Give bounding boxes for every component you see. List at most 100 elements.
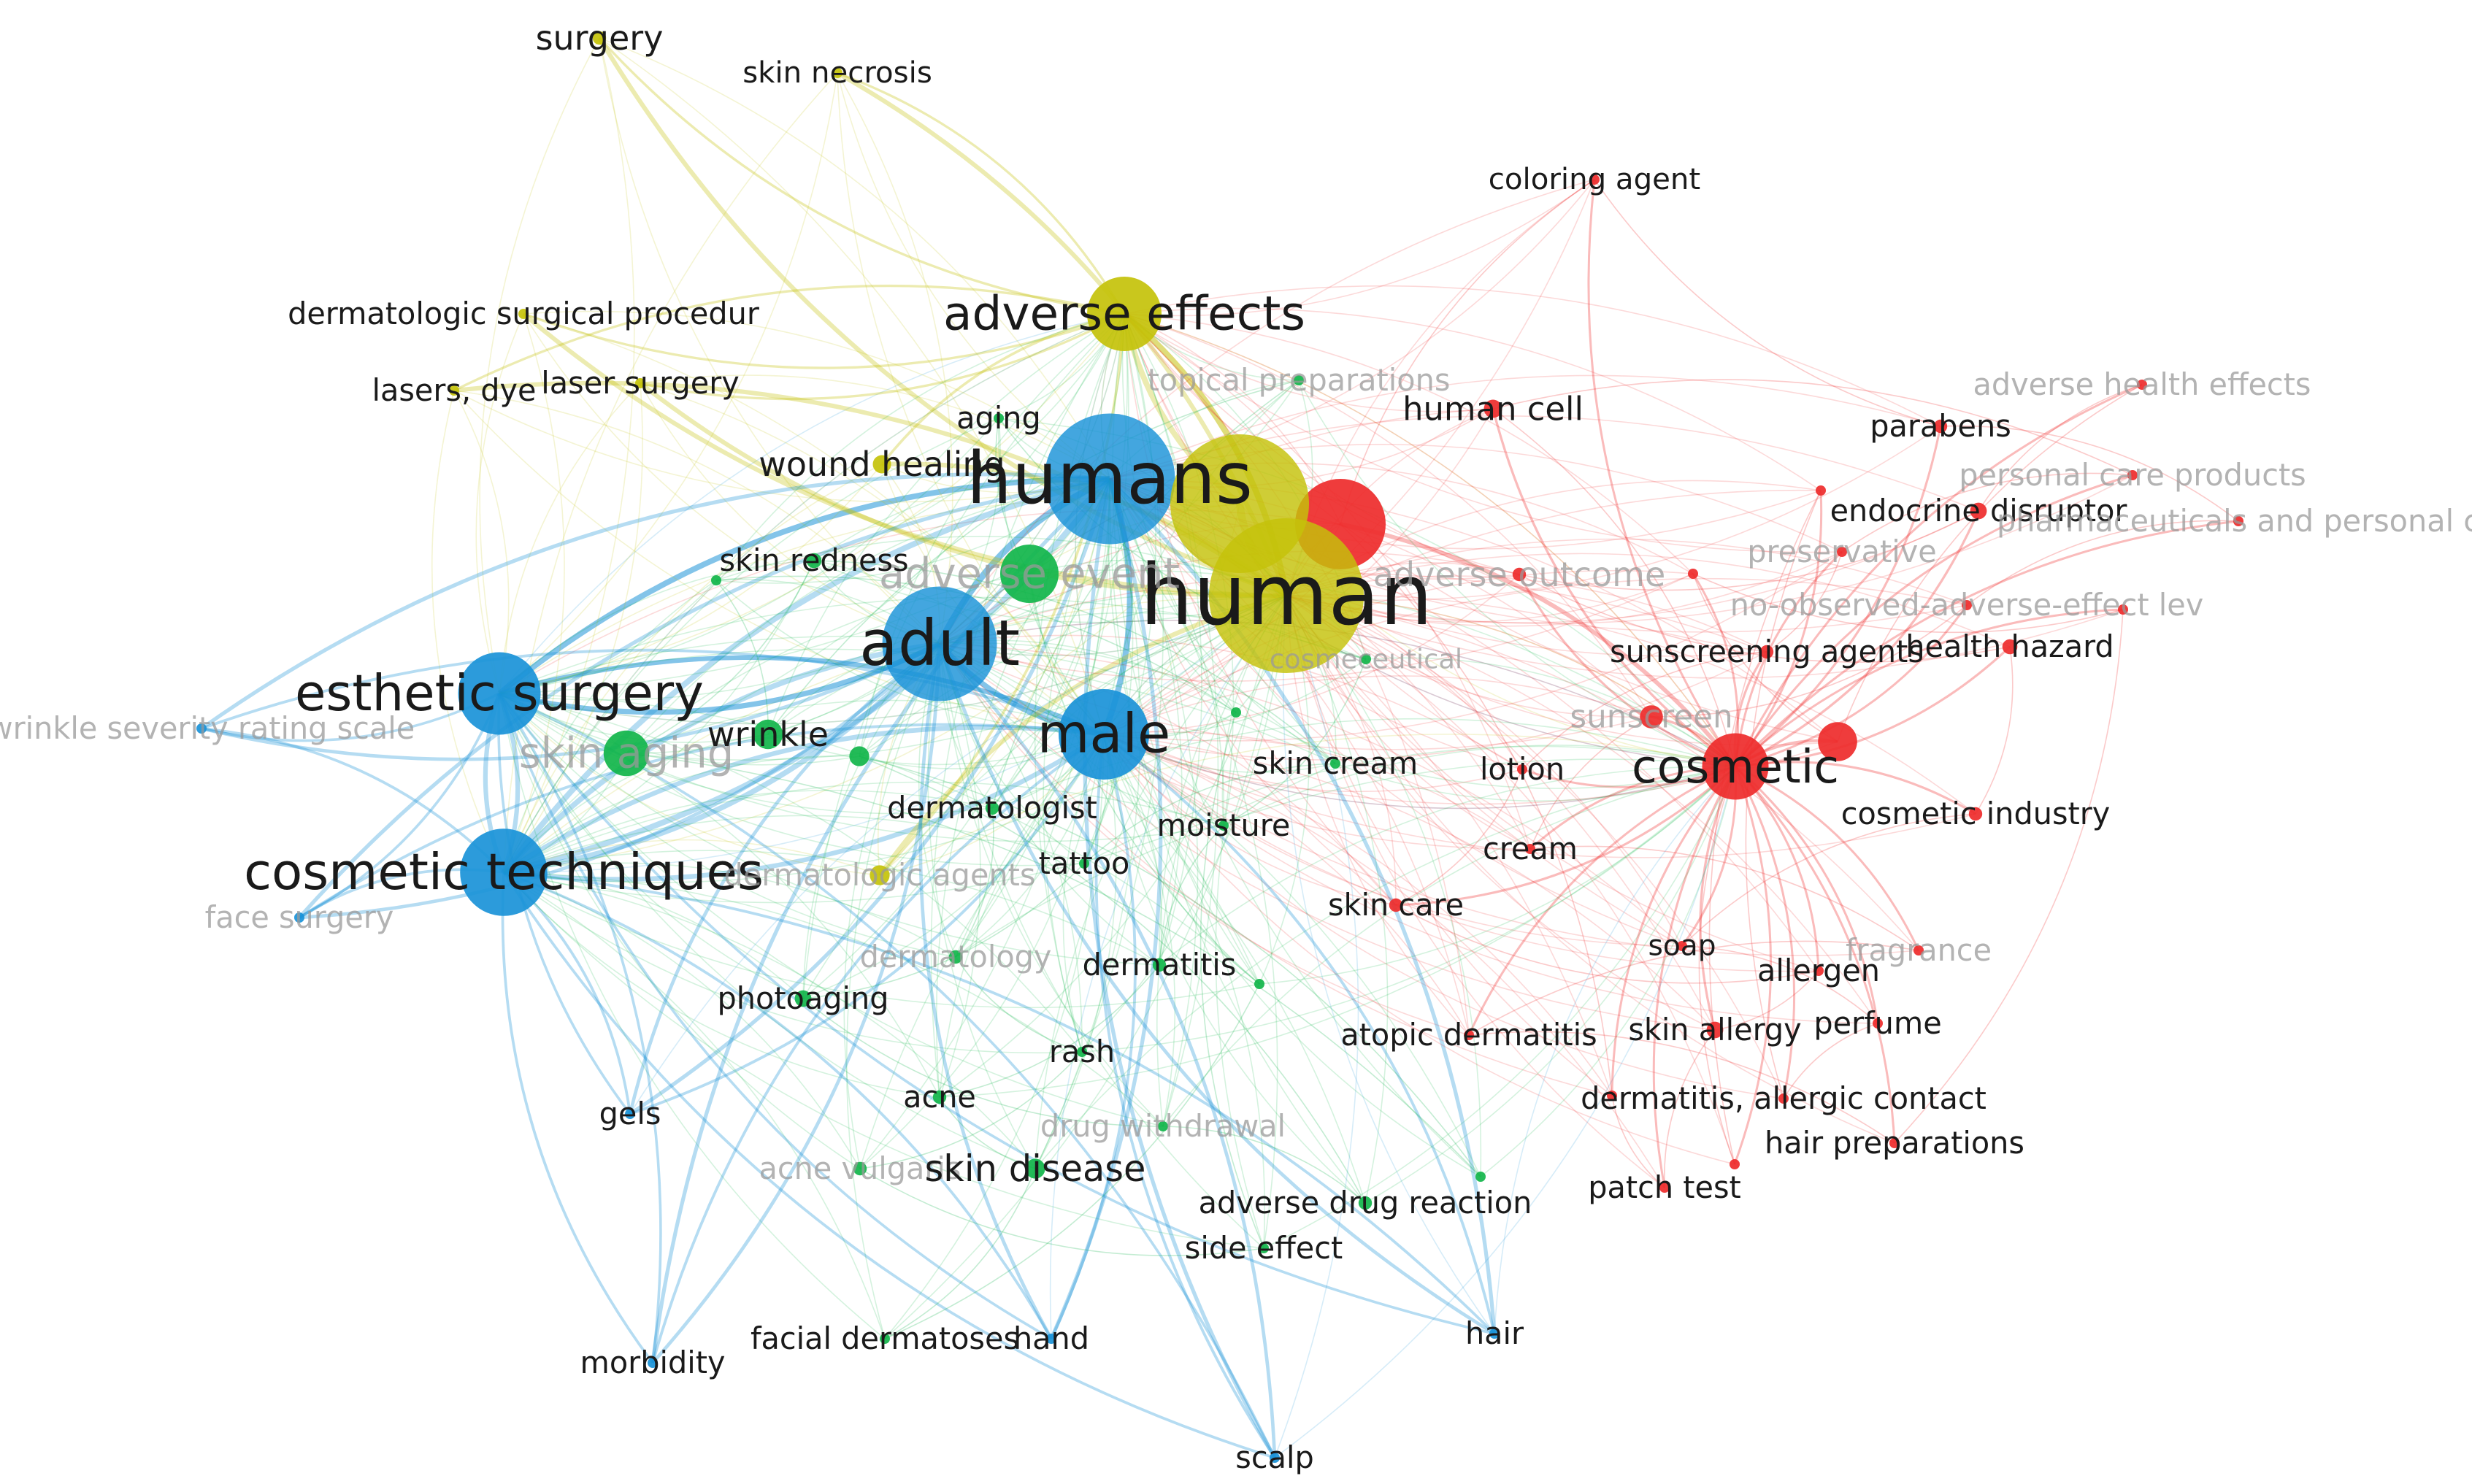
node-no-observed[interactable] <box>1962 600 1972 610</box>
node-acne-vulgaris[interactable] <box>853 1161 867 1176</box>
node-wrinkle-severity[interactable] <box>196 723 207 734</box>
node-cosmetic-r2[interactable] <box>1818 722 1857 761</box>
network-link <box>1094 734 1276 1459</box>
network-link <box>937 643 1496 1335</box>
node-humans[interactable] <box>1044 413 1175 545</box>
node-esthetic-surgery[interactable] <box>458 652 541 735</box>
node-skin-aging[interactable] <box>603 730 650 777</box>
node-health-hazard[interactable] <box>2002 639 2018 655</box>
node-parabens[interactable] <box>1933 419 1948 434</box>
node-wound-healing[interactable] <box>872 455 891 474</box>
node-r-misc3[interactable] <box>1607 1091 1617 1101</box>
node-soap[interactable] <box>1677 941 1687 951</box>
node-morbidity[interactable] <box>648 1358 658 1368</box>
node-g-misc5[interactable] <box>711 575 721 585</box>
node-photoaging[interactable] <box>794 990 812 1007</box>
node-r-misc2[interactable] <box>2118 604 2128 615</box>
node-g-misc2[interactable] <box>1231 707 1241 718</box>
node-facial-dermatoses[interactable] <box>880 1334 890 1344</box>
node-hair-preparations[interactable] <box>1889 1138 1900 1148</box>
node-preservative[interactable] <box>1837 547 1847 557</box>
label-preservative: preservative <box>1747 534 1936 569</box>
node-dermatologic-agents[interactable] <box>870 865 890 885</box>
label-fragrance: fragrance <box>1846 933 1992 968</box>
node-adverse-outcome[interactable] <box>1512 567 1527 582</box>
node-lotion[interactable] <box>1517 764 1527 774</box>
network-link <box>598 36 1125 315</box>
node-gels[interactable] <box>625 1109 635 1119</box>
node-moisture[interactable] <box>1218 820 1229 831</box>
node-atopic-dermatitis[interactable] <box>1464 1030 1474 1040</box>
node-topical-preparations[interactable] <box>1294 375 1304 385</box>
label-hand: hand <box>1013 1321 1089 1356</box>
node-acne[interactable] <box>932 1090 947 1104</box>
node-cosmetic[interactable] <box>1702 733 1769 800</box>
node-r-misc4[interactable] <box>1730 1159 1740 1169</box>
network-link <box>503 839 880 876</box>
node-cosmetic-techniques[interactable] <box>460 828 548 916</box>
node-skin-allergy[interactable] <box>1706 1021 1724 1039</box>
node-drug-withdrawal[interactable] <box>1158 1121 1168 1131</box>
node-human-cell[interactable] <box>1483 399 1502 418</box>
node-aging[interactable] <box>994 413 1004 423</box>
label-hair: hair <box>1465 1316 1524 1351</box>
node-allergen[interactable] <box>1813 966 1824 976</box>
node-tattoo[interactable] <box>1079 858 1089 869</box>
node-personal-care-products[interactable] <box>2127 470 2138 480</box>
node-skin-disease[interactable] <box>1025 1158 1045 1179</box>
node-sunscreen[interactable] <box>1640 705 1663 728</box>
node-surgery[interactable] <box>592 31 607 45</box>
node-hair[interactable] <box>1489 1329 1500 1339</box>
node-adverse-health-effects[interactable] <box>2137 380 2147 390</box>
node-wrinkle[interactable] <box>753 719 783 750</box>
node-sunscreening-agents[interactable] <box>1759 645 1774 659</box>
node-g-misc4[interactable] <box>1475 1172 1486 1182</box>
node-cosmetic-industry[interactable] <box>1968 807 1983 821</box>
node-dermatologist[interactable] <box>985 801 999 815</box>
node-lasers-dye[interactable] <box>449 385 459 396</box>
node-dermatitis-allergic[interactable] <box>1778 1093 1789 1104</box>
node-coloring-agent[interactable] <box>1589 174 1600 185</box>
node-dermatitis[interactable] <box>1152 958 1167 972</box>
node-face-surgery[interactable] <box>294 912 304 923</box>
node-hand[interactable] <box>1046 1334 1056 1344</box>
node-laser-surgery[interactable] <box>635 378 645 388</box>
node-cream[interactable] <box>1525 844 1535 854</box>
node-side-effect[interactable] <box>1259 1243 1269 1253</box>
node-endocrine-disruptor[interactable] <box>1970 502 1987 520</box>
node-perfume[interactable] <box>1873 1018 1883 1029</box>
label-tattoo: tattoo <box>1039 846 1130 881</box>
node-g-misc1[interactable] <box>849 746 870 766</box>
node-adverse-effects[interactable] <box>1087 277 1162 351</box>
node-dermatology[interactable] <box>948 950 963 964</box>
node-patch-test[interactable] <box>1659 1183 1670 1193</box>
node-skin-necrosis[interactable] <box>832 68 842 78</box>
node-human[interactable] <box>1209 518 1364 673</box>
node-adult[interactable] <box>882 586 997 701</box>
network-link <box>503 418 999 873</box>
node-skin-care[interactable] <box>1389 898 1403 912</box>
network-link <box>1103 569 1694 735</box>
node-rash[interactable] <box>1077 1047 1087 1057</box>
node-skin-cream[interactable] <box>1330 758 1340 769</box>
node-fragrance[interactable] <box>1914 945 1924 956</box>
node-male[interactable] <box>1059 689 1149 780</box>
network-link <box>1103 651 1767 761</box>
node-skin-redness[interactable] <box>806 553 822 569</box>
label-no-observed: no-observed-adverse-effect lev <box>1730 588 2203 623</box>
node-g-misc3[interactable] <box>1254 979 1264 989</box>
network-link <box>859 478 1110 1169</box>
node-scalp[interactable] <box>1270 1453 1280 1463</box>
network-link <box>1124 307 1822 491</box>
node-r-misc5[interactable] <box>1688 569 1698 579</box>
node-r-misc1[interactable] <box>1816 485 1826 496</box>
network-link <box>499 464 883 694</box>
node-pharmaceuticals-personal[interactable] <box>2233 516 2243 526</box>
network-link <box>1518 574 1736 768</box>
network-link <box>939 964 1160 1098</box>
node-adverse-drug-reaction[interactable] <box>1358 1196 1373 1210</box>
node-cosmeceutical[interactable] <box>1361 654 1371 664</box>
label-drug-withdrawal: drug withdrawal <box>1040 1109 1286 1144</box>
node-adverse-event[interactable] <box>1000 545 1059 603</box>
node-dermatologic-surgical[interactable] <box>518 309 529 319</box>
